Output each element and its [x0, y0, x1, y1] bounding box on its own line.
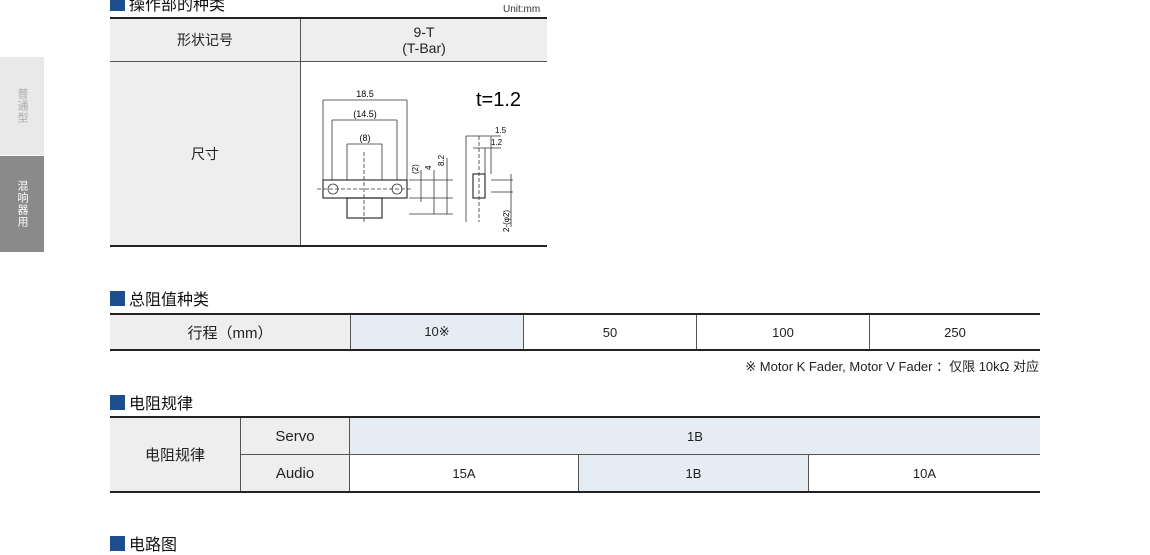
stroke-label: 行程（mm） [110, 314, 351, 350]
section-title-resistance: 总阻值种类 [110, 288, 210, 309]
dimension-drawing-cell: 18.5 (14.5) (8) (2) 4 8.2 t=1.2 1.5 1.2 … [300, 61, 547, 247]
dim-4: 4 [424, 165, 433, 170]
section-marker-icon [110, 290, 125, 306]
sidebar-tab-mixer-label: 混响器用 [16, 180, 28, 228]
dim-1-2: 1.2 [491, 138, 503, 147]
dimension-drawing: 18.5 (14.5) (8) (2) 4 8.2 t=1.2 1.5 1.2 … [317, 89, 521, 232]
unit-label: Unit:mm [503, 4, 541, 15]
section-title-circuit-text: 电路图 [129, 537, 178, 554]
stroke-value-50: 50 [523, 314, 697, 350]
dim-2: (2) [411, 164, 420, 174]
audio-label: Audio [240, 454, 350, 492]
servo-value: 1B [349, 417, 1040, 455]
section-marker-icon [110, 0, 125, 11]
section-marker-icon [110, 535, 125, 551]
resistance-table: 行程（mm） 10※ 50 100 250 [110, 313, 1040, 351]
section-title-circuit: 电路图 [110, 533, 178, 554]
section-title-taper-text: 电阻规律 [129, 396, 194, 413]
taper-table: 电阻规律 Servo 1B Audio 15A 1B 10A [110, 416, 1040, 493]
dimension-label: 尺寸 [110, 61, 301, 247]
sidebar-tab-mixer[interactable]: 混响器用 [0, 156, 44, 252]
dim-1-5: 1.5 [495, 126, 507, 135]
audio-value-10a: 10A [808, 454, 1040, 492]
dim-14-5: (14.5) [353, 109, 377, 119]
audio-value-1b: 1B [578, 454, 809, 492]
section-title-operator-text: 操作部的种类 [129, 0, 226, 14]
model-name: 9-T [413, 24, 435, 40]
operator-table: 形状记号 9-T (T-Bar) 尺寸 [110, 17, 547, 247]
dim-8-2: 8.2 [437, 154, 446, 166]
dim-18-5: 18.5 [356, 89, 374, 99]
dim-hole: 2-(φ2) [502, 210, 511, 232]
servo-label: Servo [240, 417, 350, 455]
thickness-label: t=1.2 [476, 89, 521, 111]
stroke-value-250: 250 [869, 314, 1040, 350]
audio-value-15a: 15A [349, 454, 579, 492]
model-cell: 9-T (T-Bar) [300, 17, 547, 62]
taper-label: 电阻规律 [110, 417, 241, 493]
section-title-taper: 电阻规律 [110, 392, 194, 413]
resistance-note: ※ Motor K Fader, Motor V Fader ：仅限 10kΩ … [745, 359, 1039, 374]
model-subname: (T-Bar) [402, 40, 446, 56]
shape-code-label: 形状记号 [110, 17, 301, 62]
sidebar-tab-normal[interactable]: 普通型 [0, 57, 44, 155]
stroke-value-10: 10※ [350, 314, 524, 350]
stroke-value-100: 100 [696, 314, 870, 350]
dim-8: (8) [360, 133, 371, 143]
section-marker-icon [110, 394, 125, 410]
sidebar-tab-normal-label: 普通型 [16, 88, 28, 124]
section-title-operator: 操作部的种类 [110, 0, 226, 14]
section-title-resistance-text: 总阻值种类 [129, 292, 210, 309]
